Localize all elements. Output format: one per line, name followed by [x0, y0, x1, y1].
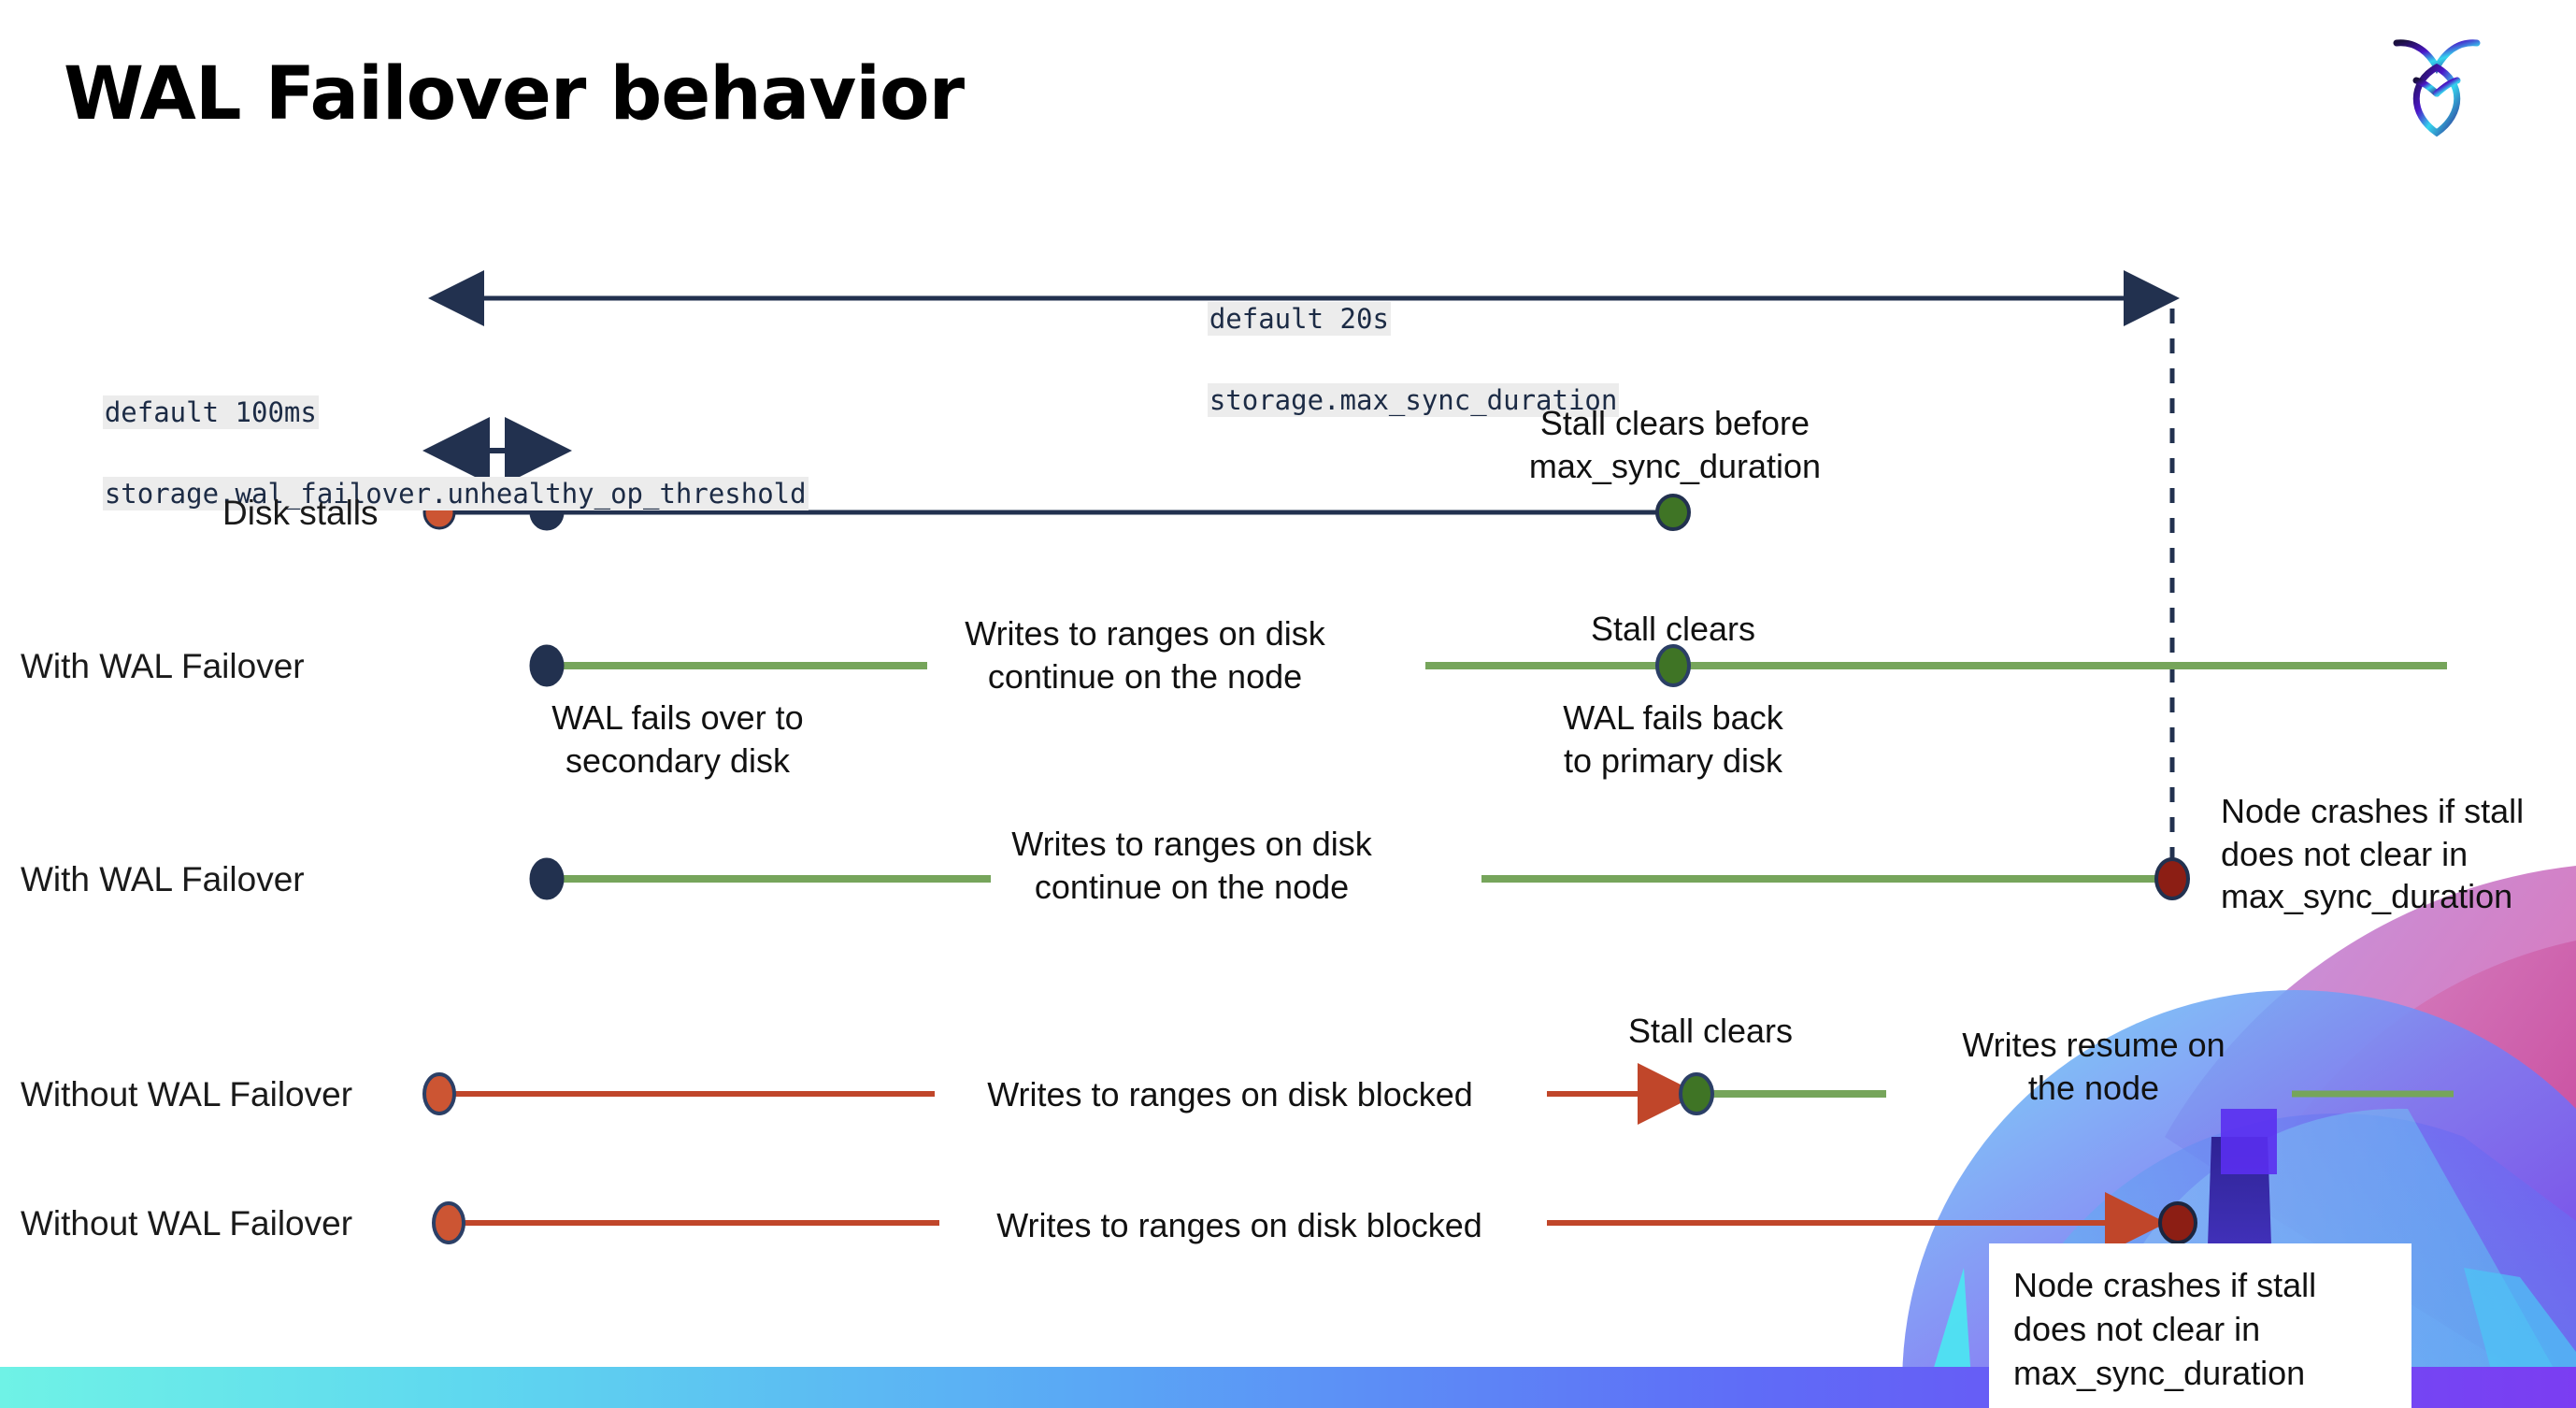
cockroachdb-logo-icon [2393, 39, 2481, 137]
row-label-without-wal-failover-1: Without WAL Failover [21, 1075, 353, 1113]
annotation-writes-continue-row2: Writes to ranges on disk continue on the… [965, 614, 1325, 696]
max-sync-duration-default: default 20s [1207, 301, 1391, 336]
callout-node-crashes-row5: Node crashes if stall does not clear in … [1989, 1243, 2411, 1408]
row3-failover-dot [529, 857, 565, 900]
row4-stall-start-dot [422, 1072, 456, 1115]
unhealthy-op-threshold-setting-label: default 100ms storage.wal_failover.unhea… [37, 352, 809, 555]
row-label-disk-stalls: Disk stalls [222, 494, 379, 532]
row2-failover-dot [529, 644, 565, 687]
annotation-writes-continue-row3: Writes to ranges on disk continue on the… [1011, 825, 1372, 906]
annotation-wal-fails-over: WAL fails over to secondary disk [551, 698, 804, 780]
annotation-writes-blocked-row5: Writes to ranges on disk blocked [996, 1206, 1482, 1244]
row2-stall-clears-dot [1655, 644, 1691, 687]
unhealthy-op-threshold-name: storage.wal_failover.unhealthy_op_thresh… [102, 476, 809, 510]
annotation-node-crashes-row3: Node crashes if stall does not clear in … [2221, 792, 2525, 916]
max-sync-duration-setting-label: default 20s storage.max_sync_duration [1142, 258, 1620, 462]
row-label-without-wal-failover-2: Without WAL Failover [21, 1204, 353, 1243]
page-title: WAL Failover behavior [64, 52, 965, 136]
row-label-with-wal-failover-1: With WAL Failover [21, 647, 305, 685]
row3-node-crash-dot [2154, 857, 2190, 900]
max-sync-duration-name: storage.max_sync_duration [1207, 382, 1620, 417]
annotation-stall-clears-row4: Stall clears [1627, 1012, 1794, 1050]
annotation-writes-blocked-row4: Writes to ranges on disk blocked [987, 1075, 1473, 1113]
row1-stall-clears-dot [1655, 494, 1691, 531]
annotation-stall-clears-row2: Stall clears [1590, 610, 1756, 648]
row-label-with-wal-failover-2: With WAL Failover [21, 860, 305, 898]
row4-stall-clears-dot [1679, 1072, 1714, 1115]
row5-stall-start-dot [432, 1201, 465, 1244]
annotation-writes-resume: Writes resume on the node [1962, 1026, 2225, 1107]
unhealthy-op-threshold-default: default 100ms [102, 395, 319, 429]
annotation-wal-fails-back: WAL fails back to primary disk [1563, 698, 1783, 780]
row5-node-crash-dot [2158, 1201, 2197, 1244]
annotation-stall-clears-before-max-sync: Stall clears before max_sync_duration [1528, 404, 1822, 485]
